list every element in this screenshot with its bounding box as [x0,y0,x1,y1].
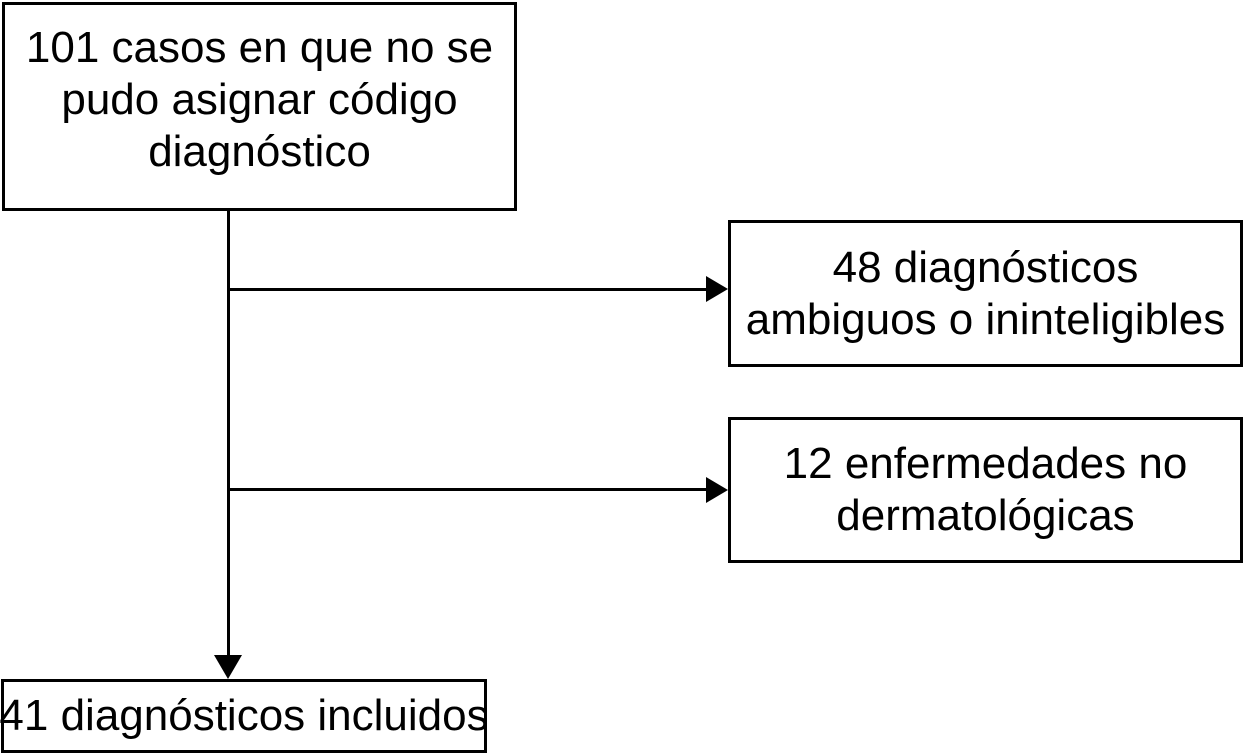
node-excluded-ambiguous: 48 diagnósticos ambiguos o ininteligible… [728,220,1243,367]
right-arrowhead-ambiguous [706,276,728,302]
main-vertical-connector [227,211,230,657]
node-source-cases: 101 casos en que no se pudo asignar códi… [2,2,517,211]
right-arrowhead-non-dermatological [706,477,728,503]
down-arrowhead-included [214,655,242,679]
node-included-diagnoses: 41 diagnósticos incluidos [0,679,489,753]
branch-line-non-dermatological [228,488,710,491]
node-excluded-non-dermatological: 12 enfermedades no dermatológicas [728,417,1243,563]
branch-line-ambiguous [228,288,710,291]
